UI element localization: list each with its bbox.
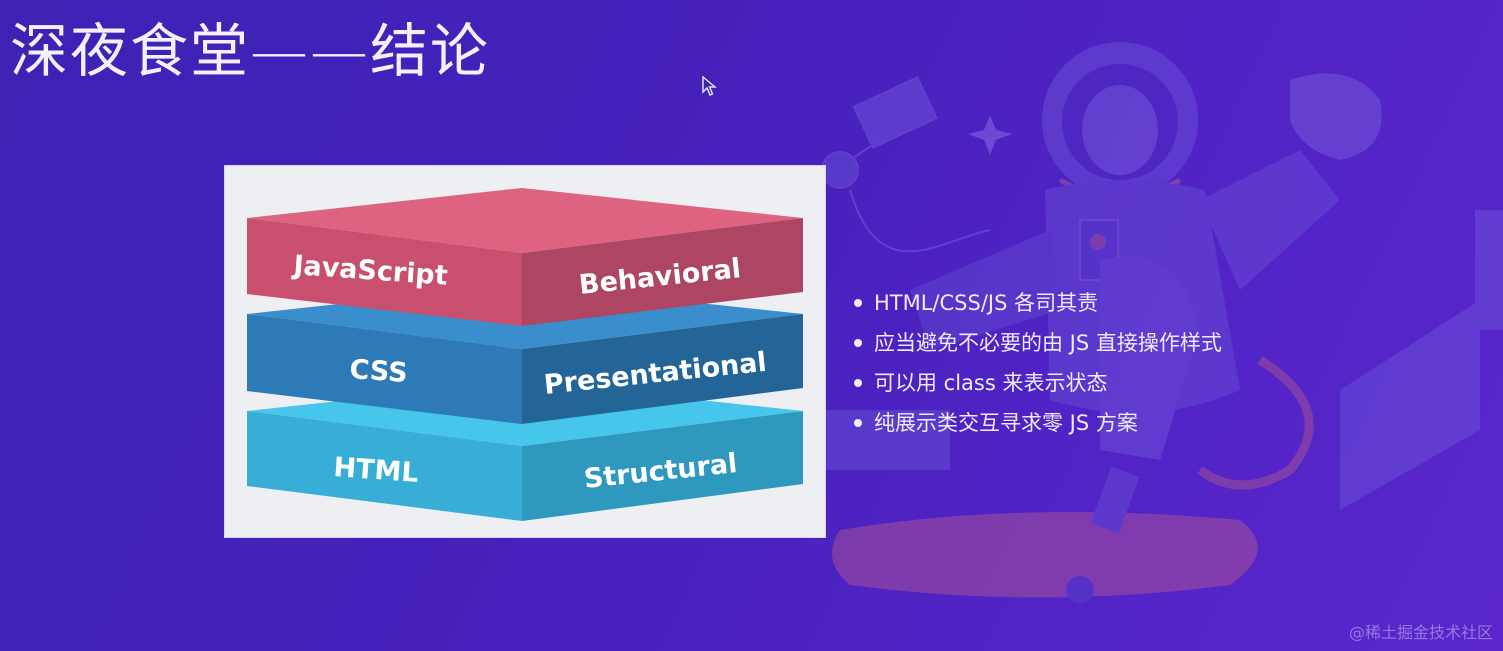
layer-name-html: HTML — [333, 452, 420, 489]
bullet-dot-icon — [854, 339, 862, 347]
list-item: HTML/CSS/JS 各司其责 — [852, 283, 1222, 323]
web-layers-diagram: HTML Structural CSS Presentational JavaS… — [224, 165, 826, 538]
list-item: 应当避免不必要的由 JS 直接操作样式 — [852, 323, 1222, 363]
bullet-dot-icon — [854, 419, 862, 427]
list-item: 可以用 class 来表示状态 — [852, 363, 1222, 403]
astronaut-illustration-icon — [820, 42, 1503, 604]
list-item: 纯展示类交互寻求零 JS 方案 — [852, 403, 1222, 443]
slide-title: 深夜食堂——结论 — [10, 17, 491, 85]
bullet-dot-icon — [854, 379, 862, 387]
bullet-dot-icon — [854, 299, 862, 307]
layer-javascript: JavaScript Behavioral — [247, 188, 803, 326]
layer-name-css: CSS — [349, 354, 409, 389]
watermark: @稀土掘金技术社区 — [1348, 623, 1493, 642]
mouse-pointer-icon — [702, 76, 717, 96]
conclusion-list: HTML/CSS/JS 各司其责 应当避免不必要的由 JS 直接操作样式 可以用… — [852, 283, 1222, 443]
